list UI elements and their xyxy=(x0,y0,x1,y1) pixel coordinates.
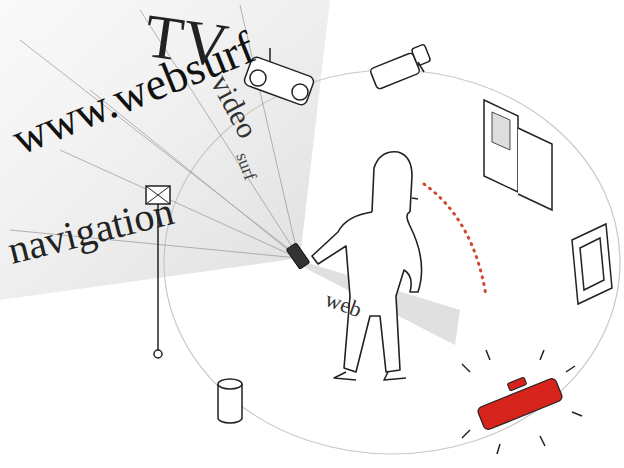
cylinder-icon xyxy=(218,379,242,423)
signal-arc xyxy=(424,184,486,296)
spray-text: TV xyxy=(141,4,231,77)
alarm-device xyxy=(462,350,582,454)
spray-cone xyxy=(0,0,330,300)
camera-icon xyxy=(370,44,431,90)
mobile-phone xyxy=(286,243,310,270)
panel-icon xyxy=(484,100,552,210)
screen-icon xyxy=(572,224,612,304)
person-figure xyxy=(312,152,422,380)
